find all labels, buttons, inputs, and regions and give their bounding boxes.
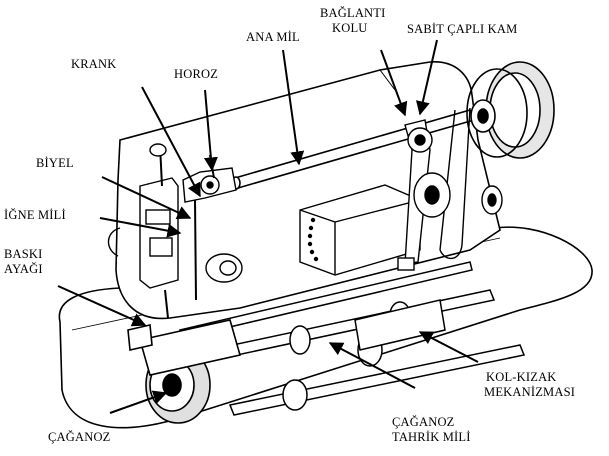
label-baglanti-kolu-line2: KOLU — [332, 21, 368, 35]
arrow-biyel — [101, 176, 192, 220]
label-baglanti-kolu-line1: BAĞLANTI — [320, 6, 386, 20]
leader-arrows — [57, 39, 479, 414]
handwheel — [466, 61, 555, 159]
label-baski-ayagi-line1: BASKI — [4, 247, 43, 261]
arrow-baski-ayagi — [57, 285, 147, 327]
label-krank: KRANK — [71, 57, 117, 71]
label-baski-ayagi-line2: AYAĞI — [4, 262, 43, 276]
label-kol-kizak-line2: MEKANİZMASI — [484, 385, 576, 399]
label-caganoz-tahrik-mili: ÇAĞANOZ TAHRİK MİLİ — [392, 415, 471, 445]
arrow-horoz — [203, 89, 218, 172]
arrow-kol-kizak — [418, 331, 479, 363]
label-ana-mil: ANA MİL — [246, 30, 300, 44]
arrow-krank — [141, 86, 201, 198]
motor-block — [299, 184, 421, 276]
arrow-igne-mili — [99, 217, 182, 238]
lower-shafts — [178, 261, 526, 416]
label-kol-kizak-line1: KOL-KIZAK — [486, 370, 557, 384]
label-baglanti-kolu: BAĞLANTI KOLU — [320, 6, 385, 36]
arrow-caganoz-tahrik-mili — [328, 342, 416, 389]
drive-belt — [439, 107, 471, 260]
label-caganoz-tahrik-line1: ÇAĞANOZ — [392, 415, 455, 429]
arrow-ana-mil — [282, 49, 305, 166]
arrow-caganoz — [109, 390, 168, 414]
label-kol-kizak: KOL-KIZAK MEKANİZMASI — [484, 370, 575, 400]
arrow-sabit-capli-kam — [415, 39, 438, 116]
label-sabit-capli-kam: SABİT ÇAPLI KAM — [407, 22, 518, 36]
label-baski-ayagi: BASKI AYAĞI — [4, 247, 43, 277]
label-biyel: BİYEL — [36, 156, 74, 170]
cam — [413, 172, 503, 218]
label-caganoz-tahrik-line2: TAHRİK MİLİ — [392, 430, 471, 444]
label-horoz: HOROZ — [174, 67, 219, 81]
label-igne-mili: İĞNE MİLİ — [4, 208, 66, 222]
arrow-baglanti-kolu — [380, 49, 408, 117]
label-caganoz: ÇAĞANOZ — [48, 430, 111, 444]
